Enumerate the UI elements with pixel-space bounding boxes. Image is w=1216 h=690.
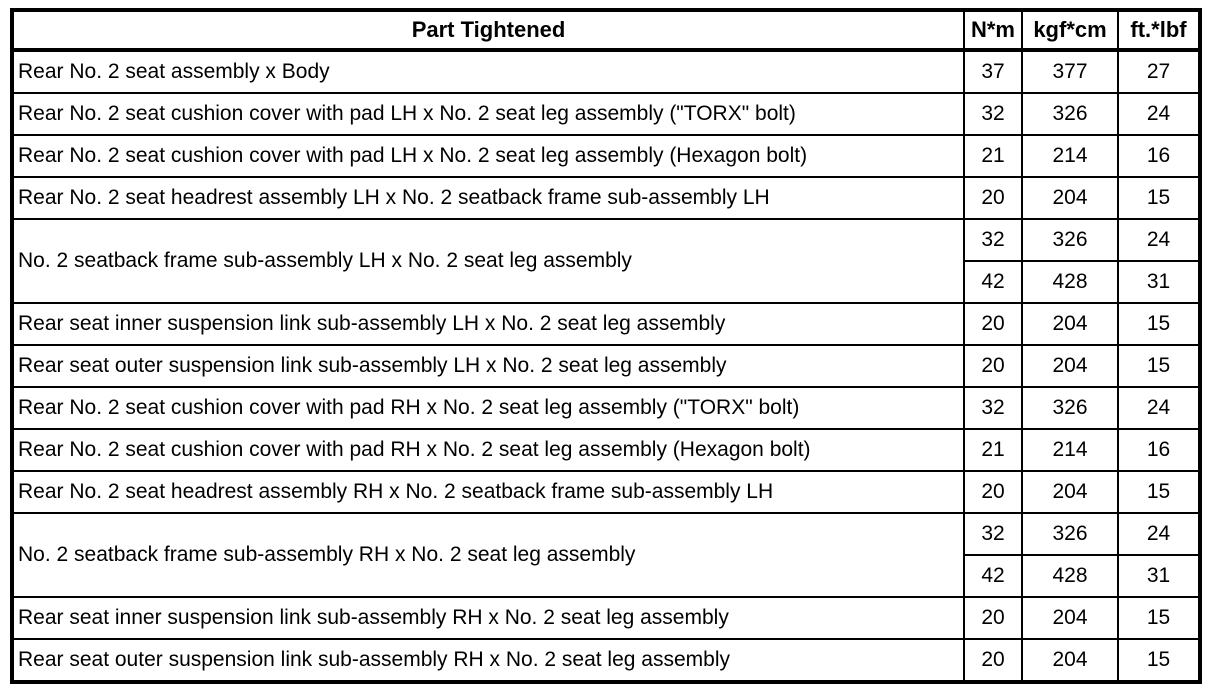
part-tightened-cell: Rear No. 2 seat headrest assembly RH x N… [11,470,965,514]
column-header-ft-lbf: ft.*lbf [1117,9,1201,52]
ftlbf-value-cell: 24 [1117,218,1201,262]
column-header-newton-meter: N*m [963,9,1023,52]
ftlbf-value-cell: 16 [1117,428,1201,472]
part-tightened-cell: Rear seat inner suspension link sub-asse… [11,596,965,640]
nm-value-cell: 20 [963,344,1023,388]
nm-value-cell: 32 [963,218,1023,262]
ftlbf-value-cell: 15 [1117,596,1201,640]
kgfcm-value-cell: 204 [1021,344,1119,388]
kgfcm-value-cell: 204 [1021,596,1119,640]
ftlbf-value-cell: 27 [1117,49,1201,94]
part-tightened-cell: Rear seat inner suspension link sub-asse… [11,302,965,346]
kgfcm-value-cell: 204 [1021,302,1119,346]
nm-value-cell: 20 [963,470,1023,514]
ftlbf-value-cell: 31 [1117,554,1201,598]
kgfcm-value-cell: 326 [1021,92,1119,136]
ftlbf-value-cell: 15 [1117,638,1201,683]
kgfcm-value-cell: 204 [1021,470,1119,514]
kgfcm-value-cell: 326 [1021,512,1119,556]
column-header-part-tightened: Part Tightened [11,9,965,52]
part-tightened-cell: Rear No. 2 seat cushion cover with pad L… [11,92,965,136]
table-row: Rear seat outer suspension link sub-asse… [11,638,1201,683]
part-tightened-cell: Rear seat outer suspension link sub-asse… [11,344,965,388]
table-row: Rear No. 2 seat cushion cover with pad L… [11,134,1201,178]
nm-value-cell: 32 [963,92,1023,136]
ftlbf-value-cell: 15 [1117,344,1201,388]
table-row: Rear No. 2 seat headrest assembly RH x N… [11,470,1201,514]
ftlbf-value-cell: 15 [1117,470,1201,514]
part-tightened-cell: Rear No. 2 seat assembly x Body [11,49,965,94]
part-tightened-cell: Rear No. 2 seat headrest assembly LH x N… [11,176,965,220]
ftlbf-value-cell: 31 [1117,260,1201,304]
kgfcm-value-cell: 428 [1021,554,1119,598]
table-row: Rear seat inner suspension link sub-asse… [11,302,1201,346]
kgfcm-value-cell: 326 [1021,386,1119,430]
kgfcm-value-cell: 326 [1021,218,1119,262]
nm-value-cell: 32 [963,386,1023,430]
table-row: Rear seat inner suspension link sub-asse… [11,596,1201,640]
part-tightened-cell: Rear seat outer suspension link sub-asse… [11,638,965,683]
kgfcm-value-cell: 214 [1021,134,1119,178]
kgfcm-value-cell: 204 [1021,176,1119,220]
table-row: No. 2 seatback frame sub-assembly LH x N… [11,218,1201,304]
table-row: Rear seat outer suspension link sub-asse… [11,344,1201,388]
kgfcm-value-cell: 204 [1021,638,1119,683]
table-row: No. 2 seatback frame sub-assembly RH x N… [11,512,1201,598]
kgfcm-value-cell: 214 [1021,428,1119,472]
nm-value-cell: 32 [963,512,1023,556]
nm-value-cell: 21 [963,428,1023,472]
nm-value-cell: 20 [963,176,1023,220]
table-row: Rear No. 2 seat cushion cover with pad R… [11,428,1201,472]
table-row: Rear No. 2 seat cushion cover with pad R… [11,386,1201,430]
ftlbf-value-cell: 24 [1117,386,1201,430]
ftlbf-value-cell: 15 [1117,302,1201,346]
nm-value-cell: 42 [963,554,1023,598]
header-row: Part Tightened N*m kgf*cm ft.*lbf [11,9,1201,52]
table-row: Rear No. 2 seat cushion cover with pad L… [11,92,1201,136]
torque-specifications-table: Part Tightened N*m kgf*cm ft.*lbf Rear N… [10,8,1202,684]
part-tightened-cell: Rear No. 2 seat cushion cover with pad R… [11,428,965,472]
part-tightened-cell: No. 2 seatback frame sub-assembly RH x N… [11,512,965,598]
column-header-kgf-cm: kgf*cm [1021,9,1119,52]
nm-value-cell: 20 [963,638,1023,683]
part-tightened-cell: Rear No. 2 seat cushion cover with pad R… [11,386,965,430]
nm-value-cell: 21 [963,134,1023,178]
ftlbf-value-cell: 16 [1117,134,1201,178]
ftlbf-value-cell: 24 [1117,512,1201,556]
part-tightened-cell: Rear No. 2 seat cushion cover with pad L… [11,134,965,178]
table-row: Rear No. 2 seat headrest assembly LH x N… [11,176,1201,220]
ftlbf-value-cell: 24 [1117,92,1201,136]
kgfcm-value-cell: 377 [1021,49,1119,94]
nm-value-cell: 37 [963,49,1023,94]
nm-value-cell: 20 [963,596,1023,640]
nm-value-cell: 20 [963,302,1023,346]
ftlbf-value-cell: 15 [1117,176,1201,220]
part-tightened-cell: No. 2 seatback frame sub-assembly LH x N… [11,218,965,304]
nm-value-cell: 42 [963,260,1023,304]
kgfcm-value-cell: 428 [1021,260,1119,304]
